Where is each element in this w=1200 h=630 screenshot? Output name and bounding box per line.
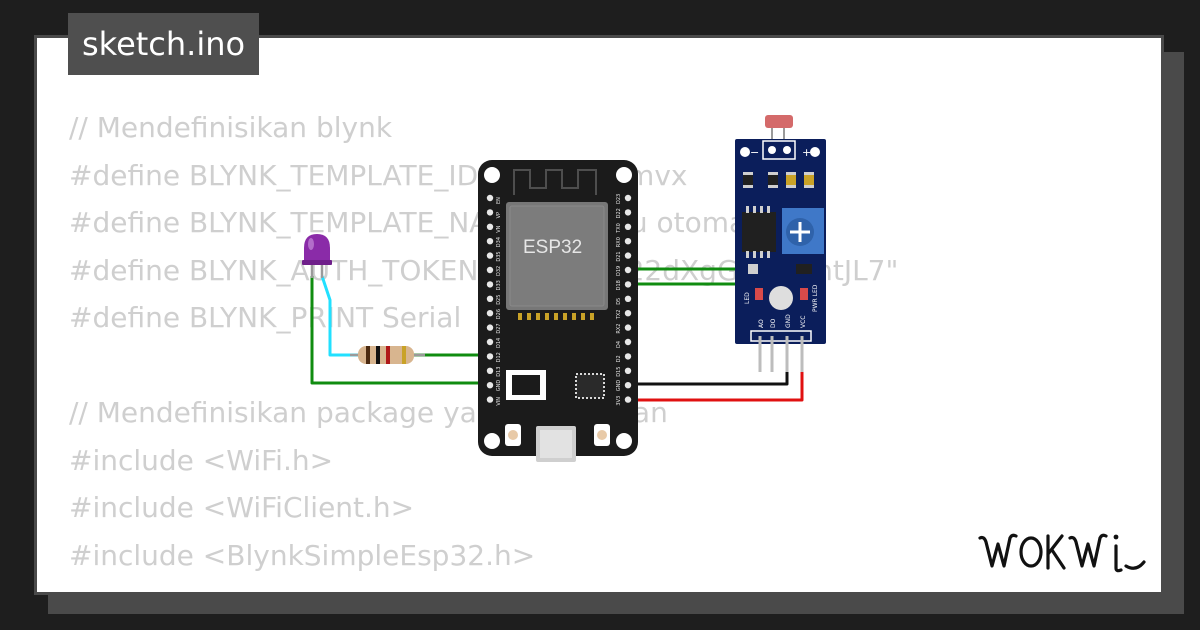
esp32-pin-right-d15[interactable] xyxy=(624,367,632,374)
esp32-pin-label: VP xyxy=(496,212,502,218)
esp32-pin-label: 3V3 xyxy=(616,396,622,406)
esp32-pin-label: D25 xyxy=(496,295,502,305)
esp32-pin-left-gnd[interactable] xyxy=(486,382,494,389)
esp32-pin-right-rx2[interactable] xyxy=(624,324,632,331)
esp32-pin-label: D2 xyxy=(616,355,622,362)
sensor-pin-ao: AO xyxy=(758,319,765,328)
code-line: #define BLYNK_PRINT Serial xyxy=(69,301,462,334)
esp32-pin-label: D35 xyxy=(496,251,502,261)
sensor-pin-gnd: GND xyxy=(785,314,792,328)
esp32-pin-right-d5[interactable] xyxy=(624,295,632,302)
wire-sensor-vcc[interactable] xyxy=(630,345,804,402)
filename-tab[interactable]: sketch.ino xyxy=(68,13,260,75)
esp32-pin-label: TX0 xyxy=(616,223,622,234)
esp32-pin-left-d25[interactable] xyxy=(486,295,494,302)
sensor-plus-mark: + xyxy=(802,146,811,159)
esp32-pin-right-d21[interactable] xyxy=(624,252,632,259)
esp32-pin-right-d2[interactable] xyxy=(624,353,632,360)
esp32-pin-right-tx2[interactable] xyxy=(624,310,632,317)
esp32-pin-label: D18 xyxy=(616,280,622,290)
esp32-pin-label: RX2 xyxy=(616,324,622,334)
sensor-led-label: LED xyxy=(744,292,751,304)
esp32-pin-left-d35[interactable] xyxy=(486,252,494,259)
esp32-pin-left-en[interactable] xyxy=(486,194,494,202)
esp32-pin-right-d4[interactable] xyxy=(624,338,632,346)
ldr-sensor-module[interactable]: − + LED PWR LED AO D xyxy=(735,115,826,372)
esp32-pin-left-d33[interactable] xyxy=(486,281,494,288)
esp32-pin-label: D33 xyxy=(496,280,502,290)
wokwi-logo xyxy=(978,533,1146,573)
sensor-pwr-led-label: PWR LED xyxy=(812,284,819,312)
esp32-pin-left-vn[interactable] xyxy=(486,223,494,230)
esp32-pin-label: D32 xyxy=(496,266,502,276)
esp32-pin-left-d34[interactable] xyxy=(486,238,494,245)
esp32-pin-right-gnd[interactable] xyxy=(624,382,632,389)
esp32-pin-label: TX2 xyxy=(616,310,622,321)
esp32-pin-label: D19 xyxy=(616,266,622,276)
sensor-minus-mark: − xyxy=(750,146,759,159)
potentiometer[interactable] xyxy=(782,208,824,254)
esp32-pin-left-d27[interactable] xyxy=(486,324,494,331)
esp32-pin-label: RX0 xyxy=(616,237,622,247)
sensor-pin-do: DO xyxy=(770,318,777,328)
esp32-pin-label: VN xyxy=(496,225,502,232)
esp32-pin-label: D14 xyxy=(496,338,502,348)
esp32-pin-left-vin[interactable] xyxy=(486,396,494,403)
esp32-pin-right-d23[interactable] xyxy=(624,194,632,202)
esp32-pin-label: GND xyxy=(496,380,502,392)
esp32-pin-label: D22 xyxy=(616,208,622,218)
code-line: #include <WiFiClient.h> xyxy=(69,491,415,524)
wire-led-anode[interactable] xyxy=(320,275,360,357)
esp32-pin-label: D15 xyxy=(616,367,622,377)
wire-sensor-gnd[interactable] xyxy=(630,345,789,386)
esp32-pin-label: D23 xyxy=(616,194,622,204)
esp32-pin-label: D34 xyxy=(496,237,502,247)
code-line: #include <WiFi.h> xyxy=(69,443,334,477)
led[interactable] xyxy=(302,234,332,278)
esp32-label: ESP32 xyxy=(523,237,582,258)
esp32-pin-label: D13 xyxy=(496,367,502,377)
wire-led-cathode-gnd[interactable] xyxy=(310,276,490,385)
sensor-pin-vcc: VCC xyxy=(800,316,807,328)
esp32-pin-right-3v3[interactable] xyxy=(624,396,632,403)
esp32-pin-left-vp[interactable] xyxy=(486,209,494,216)
code-line: // Mendefinisikan blynk xyxy=(69,111,393,144)
esp32-pin-label: GND xyxy=(616,380,622,392)
esp32-pin-left-d26[interactable] xyxy=(486,310,494,317)
esp32-pin-right-rx0[interactable] xyxy=(624,238,632,245)
esp32-board[interactable]: ESP32 ENVPVND34D35D32D33D25D26D27D14D12D… xyxy=(478,160,638,462)
code-line: #include <BlynkSimpleEsp32.h> xyxy=(69,538,536,572)
esp32-pin-right-tx0[interactable] xyxy=(624,223,632,230)
esp32-pin-label: D27 xyxy=(496,323,502,333)
esp32-pin-left-d12[interactable] xyxy=(486,353,494,360)
esp32-pin-right-d18[interactable] xyxy=(624,281,632,288)
esp32-pin-left-d32[interactable] xyxy=(486,266,494,274)
esp32-pin-right-d22[interactable] xyxy=(624,209,632,216)
esp32-pin-label: D21 xyxy=(616,251,622,261)
resistor[interactable] xyxy=(350,346,425,364)
esp32-pin-label: D12 xyxy=(496,352,502,362)
esp32-pin-label: D4 xyxy=(616,341,622,348)
esp32-pin-label: D5 xyxy=(616,298,622,305)
esp32-pin-label: VIN xyxy=(496,397,502,406)
esp32-pin-right-d19[interactable] xyxy=(624,266,632,274)
esp32-pin-label: EN xyxy=(496,197,502,204)
esp32-pin-left-d13[interactable] xyxy=(486,367,494,374)
esp32-pin-left-d14[interactable] xyxy=(486,338,494,346)
esp32-pin-label: D26 xyxy=(496,309,502,319)
